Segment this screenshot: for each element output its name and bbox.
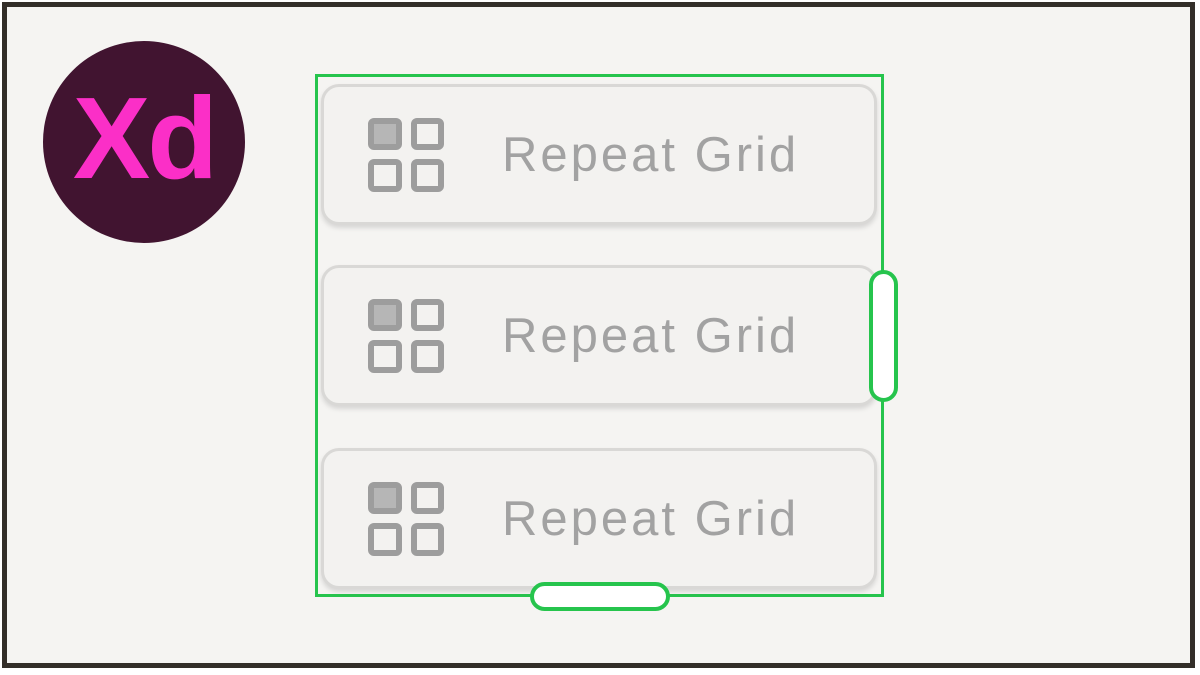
- grid-square: [410, 340, 444, 373]
- grid-square-filled: [368, 117, 402, 150]
- adobe-xd-logo-text: Xd: [72, 73, 218, 203]
- grid-square-filled: [368, 298, 402, 331]
- grid-square: [368, 523, 402, 556]
- grid-square: [410, 117, 444, 150]
- repeat-grid-icon: [368, 117, 444, 192]
- grid-square: [410, 481, 444, 514]
- grid-square: [410, 298, 444, 331]
- repeat-grid-icon: [368, 481, 444, 556]
- repeat-grid-label: Repeat Grid: [502, 127, 800, 182]
- grid-square: [368, 159, 402, 192]
- repeat-grid-resize-handle-right[interactable]: [869, 270, 898, 402]
- grid-square: [410, 159, 444, 192]
- repeat-grid-label: Repeat Grid: [502, 308, 800, 363]
- repeat-grid-item[interactable]: Repeat Grid: [321, 265, 877, 406]
- repeat-grid-item[interactable]: Repeat Grid: [321, 448, 877, 589]
- adobe-xd-logo: Xd: [43, 41, 245, 243]
- repeat-grid-label: Repeat Grid: [502, 491, 800, 546]
- grid-square: [368, 340, 402, 373]
- repeat-grid-resize-handle-bottom[interactable]: [530, 582, 670, 611]
- grid-square: [410, 523, 444, 556]
- grid-square-filled: [368, 481, 402, 514]
- repeat-grid-item[interactable]: Repeat Grid: [321, 84, 877, 225]
- repeat-grid-icon: [368, 298, 444, 373]
